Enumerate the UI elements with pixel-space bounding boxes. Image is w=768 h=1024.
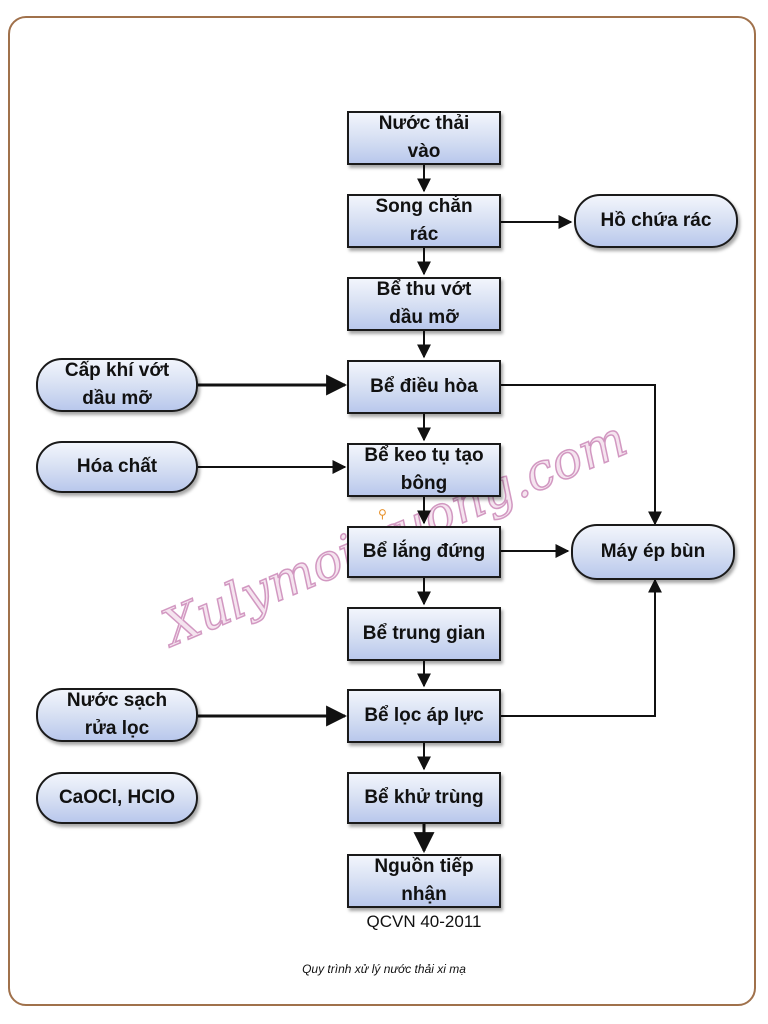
input-wash-water: Nước sạch rửa lọc [36, 688, 198, 742]
step-disinfection: Bể khử trùng [347, 772, 501, 824]
standard-label: QCVN 40-2011 [366, 912, 482, 931]
step-equalization-tank: Bể điều hòa [347, 360, 501, 414]
input-grease-air: Cấp khí vớt dầu mỡ [36, 358, 198, 412]
step-receiving-source: Nguồn tiếp nhận [347, 854, 501, 908]
step-grease-trap: Bể thu vớt dầu mỡ [347, 277, 501, 331]
output-sludge-press: Máy ép bùn [571, 524, 735, 580]
step-vertical-settling: Bể lắng đứng [347, 526, 501, 578]
step-pressure-filter: Bể lọc áp lực [347, 689, 501, 743]
step-coagulation-flocculation: Bể keo tụ tạo bông [347, 443, 501, 497]
step-raw-wastewater: Nước thải vào [347, 111, 501, 165]
location-pin-icon: ⚲ [378, 507, 387, 521]
page-frame [8, 16, 756, 1006]
figure-caption: Quy trình xử lý nước thải xi mạ [302, 962, 466, 976]
line-filter-to-press [501, 578, 662, 717]
input-chemicals: Hóa chất [36, 441, 198, 493]
input-disinfectant: CaOCl, HClO [36, 772, 198, 824]
output-trash-tank: Hồ chứa rác [574, 194, 738, 248]
step-screen: Song chắn rác [347, 194, 501, 248]
step-intermediate-tank: Bể trung gian [347, 607, 501, 661]
line-equalization-to-press [501, 384, 662, 526]
